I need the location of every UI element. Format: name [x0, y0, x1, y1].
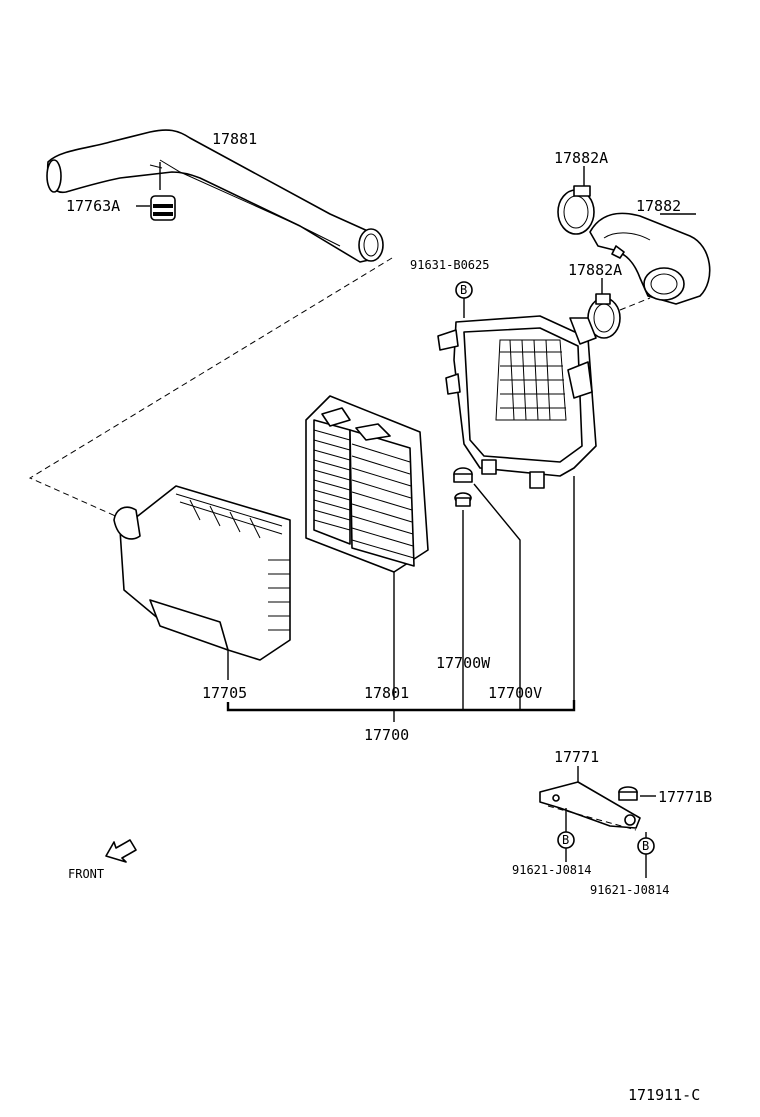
label-17881: 17881	[212, 130, 257, 148]
diagram-code: 171911-C	[628, 1086, 700, 1104]
grommet-17763a[interactable]	[136, 162, 176, 221]
circle-b-label-right: B	[642, 839, 649, 853]
front-arrow-icon	[105, 839, 137, 863]
circle-b-label-left: B	[562, 833, 569, 847]
bracket-17771[interactable]	[539, 766, 655, 878]
label-17705: 17705	[202, 684, 247, 702]
bolt-91631-b0625[interactable]	[455, 281, 473, 318]
label-17700w: 17700W	[436, 654, 491, 672]
assembly-bracket-17700	[226, 476, 576, 722]
label-91621-j0814-right: 91621-J0814	[590, 883, 669, 897]
lower-case-17705[interactable]	[113, 485, 291, 680]
upper-case-17700v[interactable]	[437, 315, 597, 489]
label-17882: 17882	[636, 197, 681, 215]
clamp-17882a-top[interactable]	[557, 166, 595, 235]
label-91621-j0814-left: 91621-J0814	[512, 863, 591, 877]
dashed-guide-left	[28, 257, 393, 519]
label-17700v: 17700V	[488, 684, 542, 702]
clamp-17882a-mid[interactable]	[587, 278, 651, 339]
air-filter-17801[interactable]	[305, 395, 429, 700]
label-91631-b0625: 91631-B0625	[410, 258, 489, 272]
label-17771: 17771	[554, 748, 599, 766]
hose-17882[interactable]	[589, 212, 711, 305]
circle-b-label: B	[460, 283, 467, 297]
grommet-17700w[interactable]	[453, 467, 521, 710]
nut-17771b[interactable]	[618, 786, 656, 801]
label-17700: 17700	[364, 726, 409, 744]
label-17763a: 17763A	[66, 197, 120, 215]
label-17882a-mid: 17882A	[568, 261, 622, 279]
label-17801: 17801	[364, 684, 409, 702]
label-front: FRONT	[68, 867, 104, 881]
label-17882a-top: 17882A	[554, 149, 608, 167]
label-17771b: 17771B	[658, 788, 712, 806]
intake-duct-17881[interactable]	[46, 129, 384, 263]
